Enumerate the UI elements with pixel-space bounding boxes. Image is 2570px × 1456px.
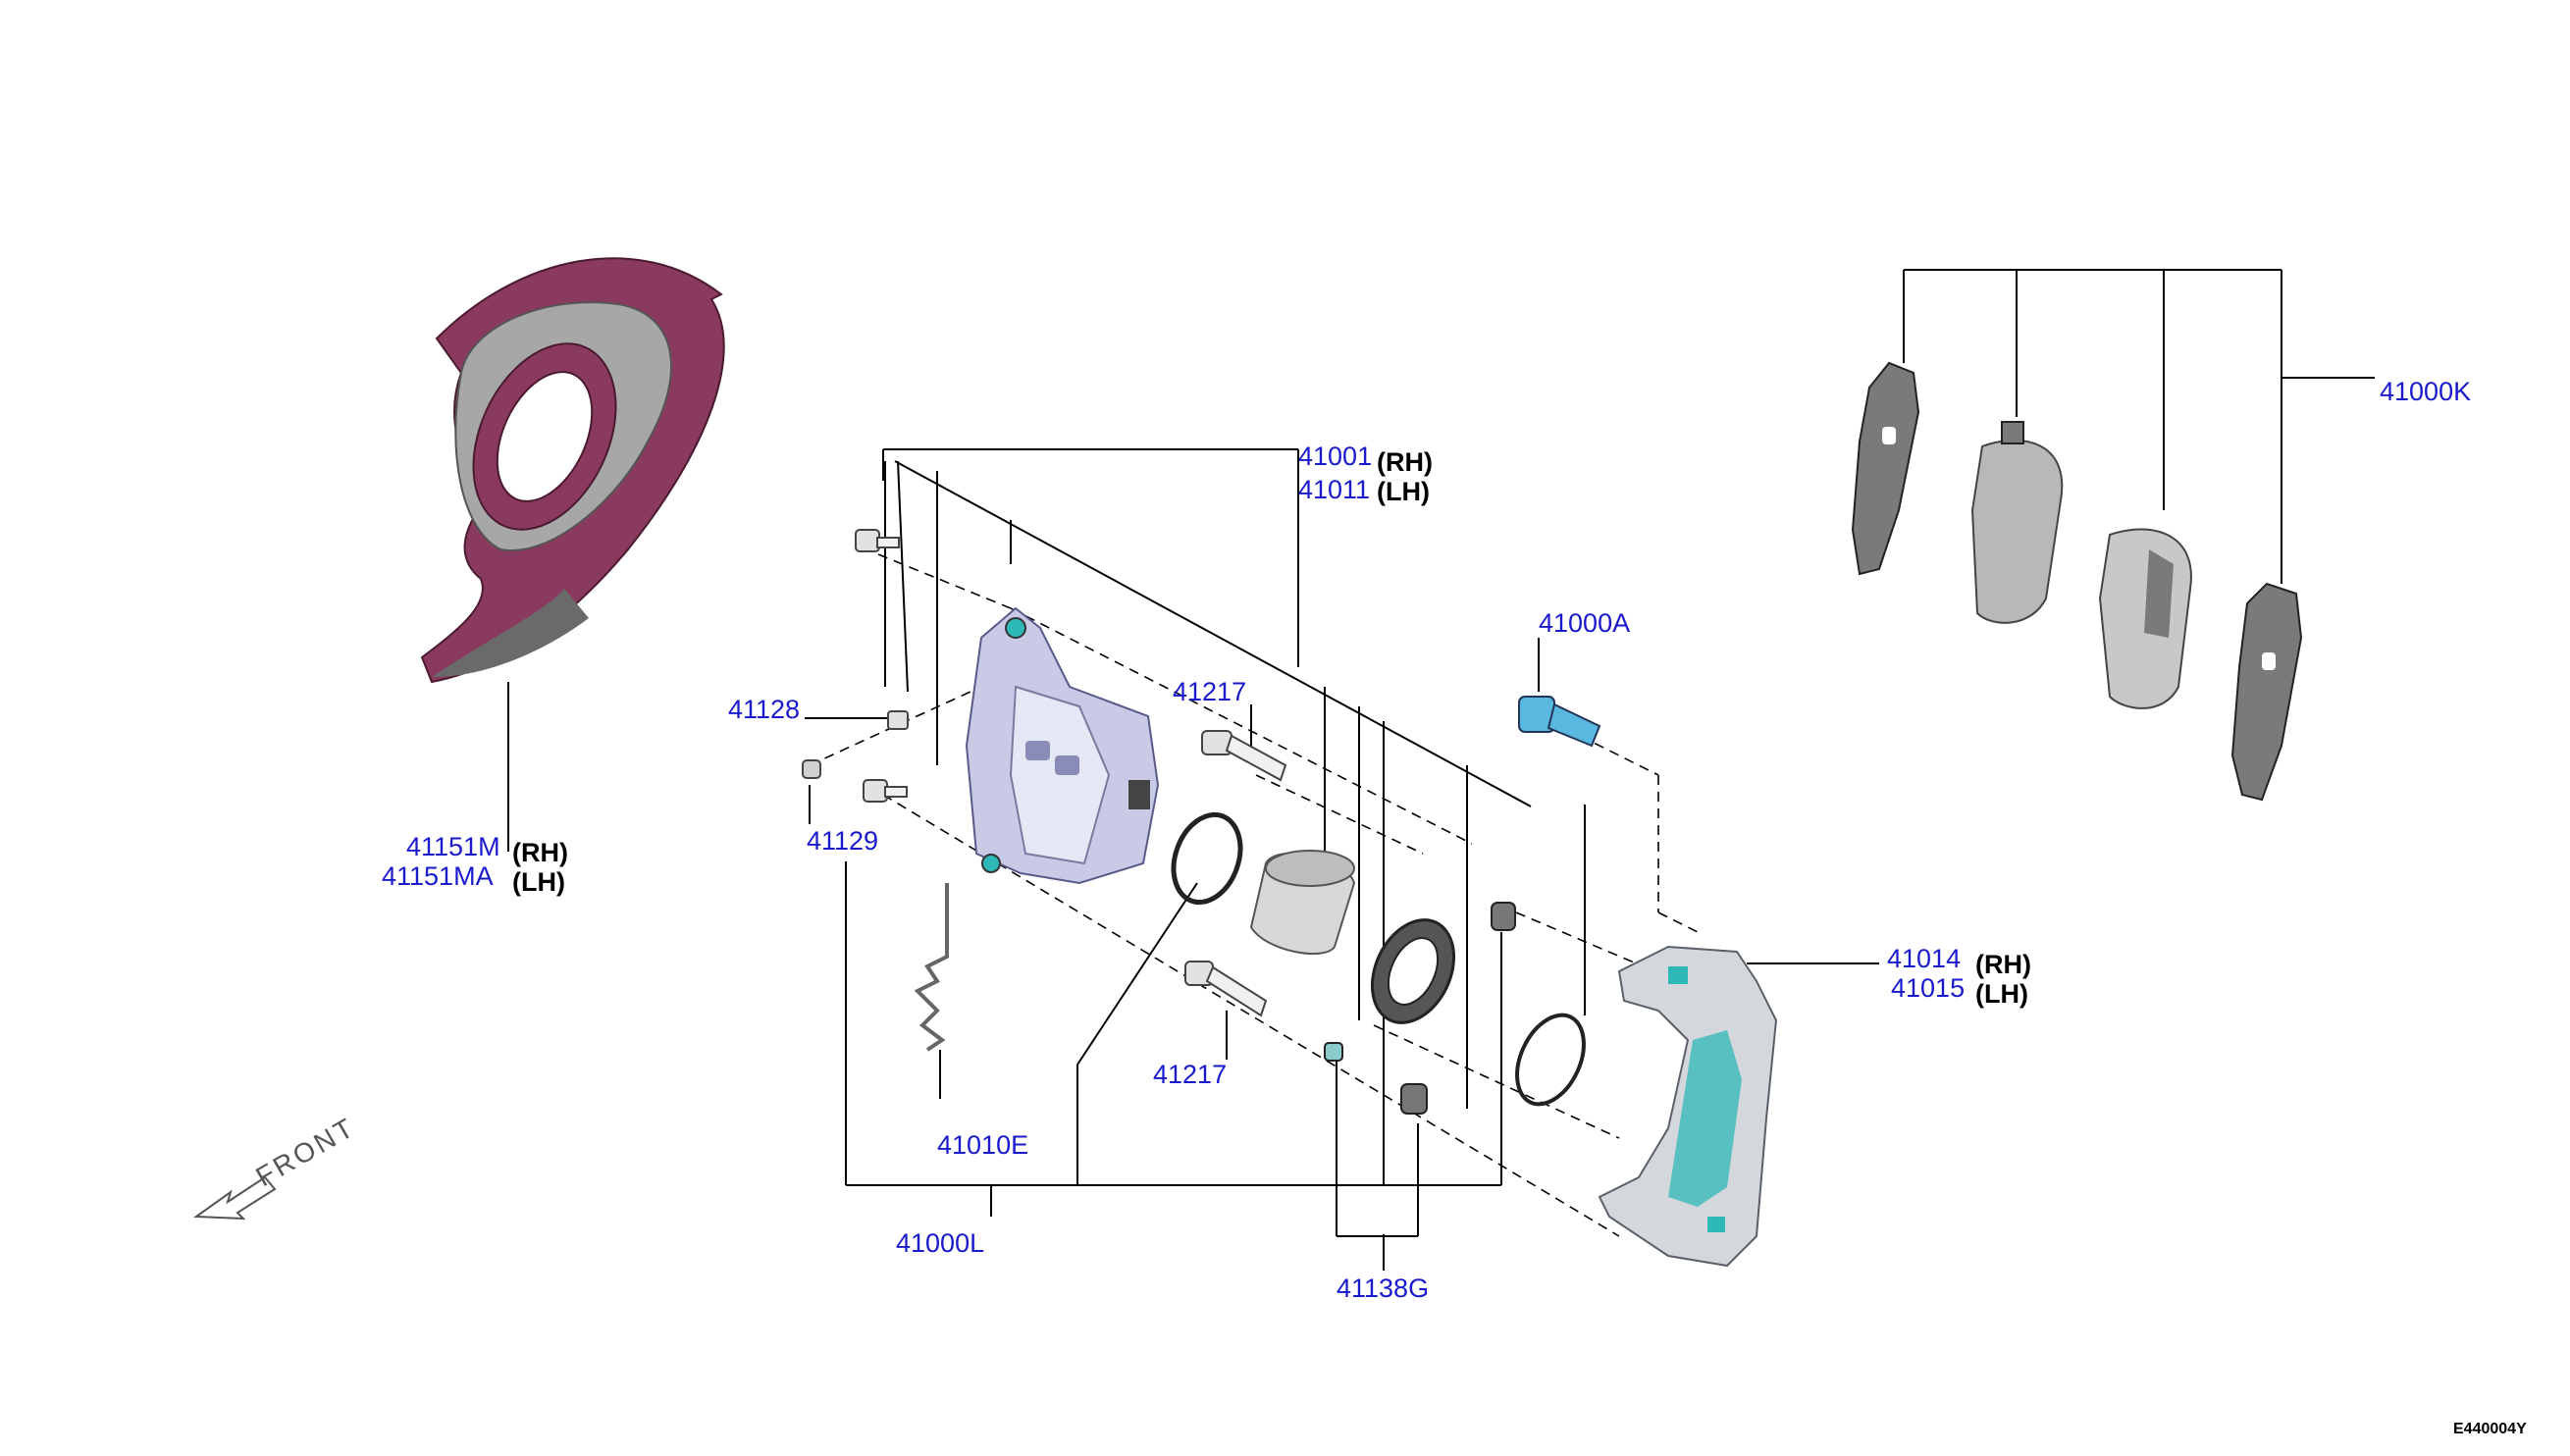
side-label-41011: (LH) <box>1377 477 1430 506</box>
side-label-41151MA: (LH) <box>512 867 565 897</box>
part-label-41000L[interactable]: 41000L <box>896 1228 985 1258</box>
part-label-41014[interactable]: 41014 <box>1887 944 1962 973</box>
piston-seal-part[interactable] <box>1162 806 1252 911</box>
part-label-41138G[interactable]: 41138G <box>1337 1274 1430 1303</box>
part-label-41011[interactable]: 41011 <box>1298 475 1371 504</box>
diagram-code: E440004Y <box>2453 1421 2527 1437</box>
part-label-41000K[interactable]: 41000K <box>2380 377 2472 406</box>
bleeder-valve-41128[interactable] <box>887 710 909 730</box>
part-label-41000A[interactable]: 41000A <box>1539 608 1631 638</box>
o-ring-part[interactable] <box>1504 1005 1598 1115</box>
front-label: FRONT <box>251 1112 361 1193</box>
part-label-41129[interactable]: 41129 <box>807 826 879 856</box>
side-label-41151M: (RH) <box>512 838 568 867</box>
front-direction-arrow: FRONT <box>193 1112 361 1221</box>
bleeder-cap-41129[interactable] <box>802 759 821 779</box>
side-label-41015: (LH) <box>1975 979 2028 1009</box>
part-label-41151M[interactable]: 41151M <box>406 832 500 861</box>
bolt-41129[interactable] <box>863 779 908 803</box>
splash-shield-part[interactable] <box>420 257 725 684</box>
dust-cap-41138G[interactable] <box>1324 1042 1343 1062</box>
part-label-41128[interactable]: 41128 <box>728 695 801 724</box>
dashed-assembly-lines <box>809 553 1699 1237</box>
part-label-41217-upper[interactable]: 41217 <box>1173 677 1247 706</box>
pad-spring-part[interactable] <box>914 883 949 1052</box>
mounting-bolt-41000A[interactable] <box>1518 696 1601 748</box>
brake-pad-inner-1[interactable] <box>1970 421 2064 624</box>
bolt-41128[interactable] <box>855 529 900 552</box>
brake-pad-outer-2[interactable] <box>2230 582 2303 802</box>
piston-part[interactable] <box>1249 850 1356 955</box>
caliper-bracket-part[interactable] <box>1598 945 1778 1268</box>
brake-pad-outer-1[interactable] <box>1851 361 1920 576</box>
part-label-41015[interactable]: 41015 <box>1891 973 1966 1003</box>
part-label-41217-lower[interactable]: 41217 <box>1153 1060 1228 1089</box>
guide-pin-41217-lower[interactable] <box>1184 961 1268 1017</box>
boot-small-upper[interactable] <box>1491 902 1516 931</box>
brake-pad-inner-2[interactable] <box>2098 528 2192 709</box>
guide-pin-41217-upper[interactable] <box>1201 730 1287 782</box>
part-label-41151MA[interactable]: 41151MA <box>382 861 494 891</box>
side-label-41001: (RH) <box>1377 447 1433 477</box>
boot-small-lower[interactable] <box>1400 1083 1428 1115</box>
part-label-41001[interactable]: 41001 <box>1298 442 1373 471</box>
piston-boot-part[interactable] <box>1356 907 1469 1036</box>
leader-lines <box>507 269 2375 1271</box>
side-label-41014: (RH) <box>1975 950 2031 979</box>
part-label-41010E[interactable]: 41010E <box>937 1130 1029 1160</box>
caliper-housing-part[interactable] <box>965 606 1160 885</box>
